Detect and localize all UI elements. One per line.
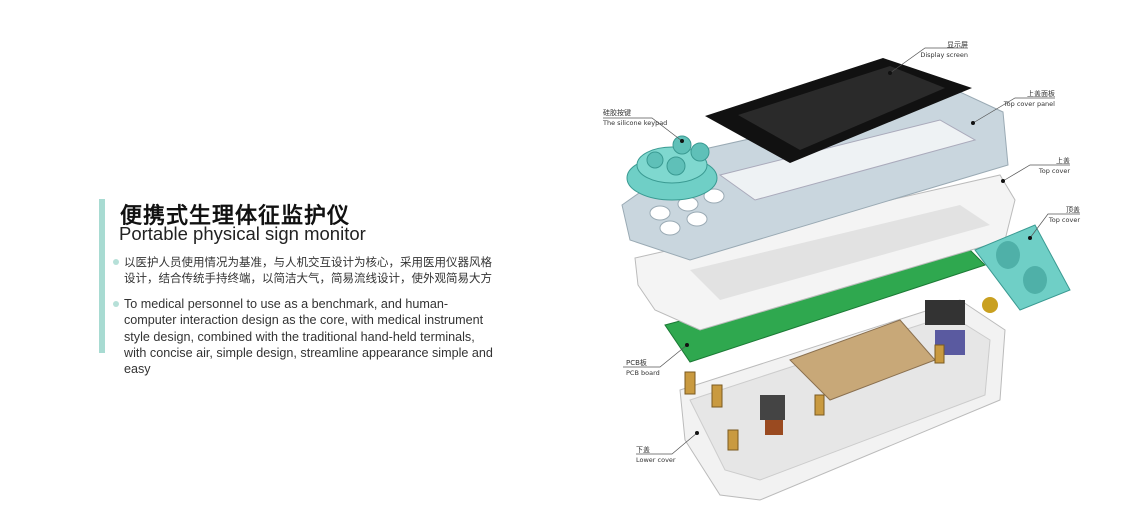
callout-top-cover: 上盖 Top cover [1020,156,1070,176]
bullet-en: To medical personnel to use as a benchma… [113,296,493,377]
lower-cover [679,297,1006,501]
bullet-text: 以医护人员使用情况为基准，与人机交互设计为核心，采用医用仪器风格设计，结合传统手… [124,255,492,286]
page-title: 便携式生理体征监护仪 [120,204,351,229]
page-subtitle: Portable physical sign monitor [119,223,366,244]
bullet-dot-icon [113,259,119,265]
silicone-keypad [626,135,718,201]
callout-display-screen: 显示屏 Display screen [918,40,968,60]
callout-cn: 下盖 [636,446,650,454]
callout-en: Display screen [920,51,968,59]
callout-cn: 上盖面板 [1027,90,1055,98]
callout-end-top-cover: 顶盖 Top cover [1030,205,1080,225]
callout-cn: 硅胶按键 [603,109,631,117]
callout-cn: 顶盖 [1066,206,1080,214]
accent-bar [99,199,105,353]
bullet-text: To medical personnel to use as a benchma… [124,297,493,377]
callout-pcb-board: PCB板 PCB board [626,358,660,378]
callout-cn: 上盖 [1056,157,1070,165]
callout-en: Top cover [1038,167,1070,175]
end-top-cover [974,224,1071,311]
bullet-cn: 以医护人员使用情况为基准，与人机交互设计为核心，采用医用仪器风格设计，结合传统手… [113,254,493,287]
callout-en: Lower cover [636,456,676,464]
bullet-dot-icon [113,301,119,307]
callout-cn: 显示屏 [947,41,968,49]
callout-en: Top cover [1048,216,1080,224]
callout-en: The silicone keypad [603,119,668,127]
callout-en: PCB board [626,369,660,377]
callout-silicone-keypad: 硅胶按键 The silicone keypad [603,108,667,128]
callout-en: Top cover panel [1003,100,1055,108]
callout-cn: PCB板 [626,359,647,367]
callout-lower-cover: 下盖 Lower cover [636,445,676,465]
callout-top-cover-panel: 上盖面板 Top cover panel [995,89,1055,109]
